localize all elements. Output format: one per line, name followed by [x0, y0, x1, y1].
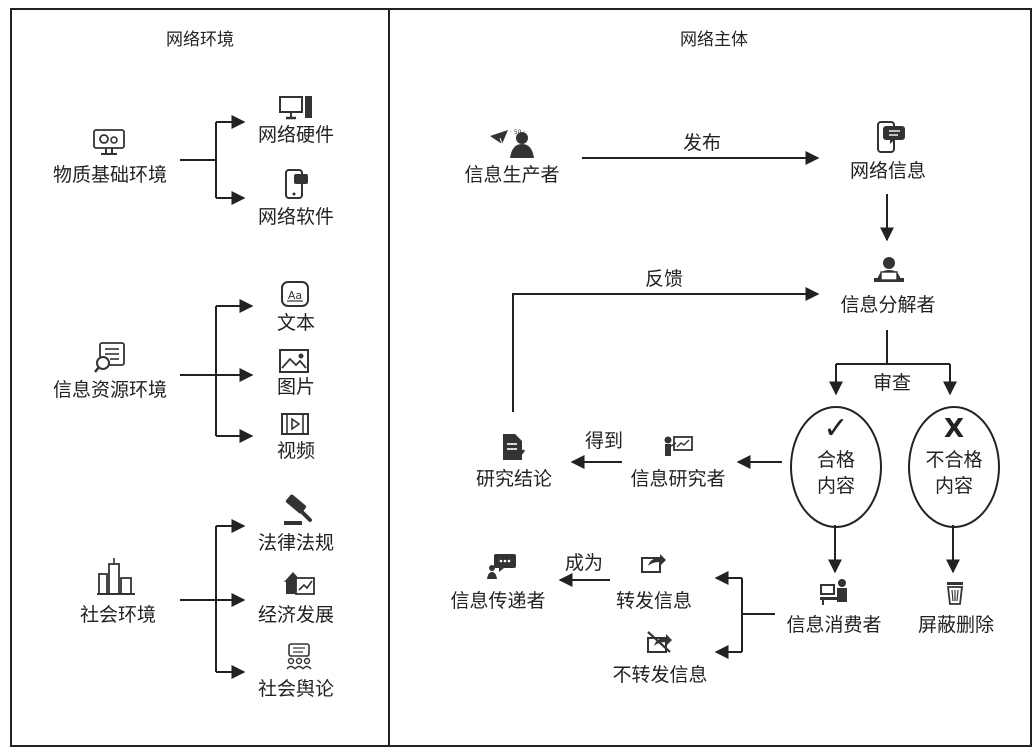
video-label: 视频: [276, 440, 316, 462]
researcher-presentation-icon: [664, 436, 693, 456]
economy-icon: [284, 572, 315, 595]
publish-edge-label: 发布: [682, 132, 722, 154]
transmitter-label: 信息传递者: [450, 590, 546, 612]
report-document-icon: [503, 434, 525, 460]
gavel-icon: [284, 494, 312, 525]
network-hardware-label: 网络硬件: [257, 124, 335, 146]
decomposer-label: 信息分解者: [840, 294, 936, 316]
unqualified-line1: 不合格: [925, 449, 983, 471]
left-panel-title: 网络环境: [166, 30, 234, 50]
public-opinion-icon: [286, 643, 312, 670]
conclusion-label: 研究结论: [475, 468, 553, 490]
qualified-line1: 合格: [816, 449, 855, 471]
feedback-edge-label: 反馈: [644, 268, 684, 290]
block-delete-label: 屏蔽删除: [917, 614, 995, 636]
svg-text:· 50 ·: · 50 ·: [510, 129, 525, 136]
phone-message-icon: [877, 121, 905, 153]
economy-label: 经济发展: [257, 604, 335, 626]
transmitter-chat-icon: [487, 554, 516, 579]
producer-icon: · 50 ·: [490, 129, 534, 158]
image-icon: [279, 349, 309, 373]
text-label: 文本: [276, 312, 316, 334]
group-material-label: 物质基础环境: [52, 164, 168, 186]
document-search-icon: [94, 342, 125, 373]
decomposer-user-laptop-icon: [874, 257, 904, 282]
check-icon: ✓: [823, 411, 849, 446]
become-edge-label: 成为: [564, 552, 604, 574]
consumer-label: 信息消费者: [786, 614, 882, 636]
forward-label: 转发信息: [615, 590, 693, 612]
share-icon: [641, 554, 666, 573]
city-buildings-icon: [97, 558, 135, 595]
qualified-content-node: ✓ 合格 内容: [790, 406, 882, 528]
gear-monitor-icon: [93, 129, 125, 155]
public-opinion-label: 社会舆论: [257, 678, 335, 700]
trash-icon: [946, 582, 964, 605]
law-label: 法律法规: [257, 532, 335, 554]
no-share-icon: [647, 631, 672, 653]
svg-text:Aa: Aa: [288, 289, 302, 302]
consumer-computer-icon: [820, 579, 847, 605]
group-social-label: 社会环境: [79, 604, 157, 626]
text-icon: Aa: [281, 281, 309, 307]
mobile-app-icon: [285, 169, 308, 199]
review-edge-label: 审查: [872, 372, 912, 394]
network-info-label: 网络信息: [849, 160, 927, 182]
obtain-edge-label: 得到: [584, 430, 624, 452]
not-forward-label: 不转发信息: [612, 664, 708, 686]
right-panel-title: 网络主体: [680, 30, 748, 50]
group-resources-label: 信息资源环境: [52, 379, 168, 401]
network-subject-panel: [388, 8, 1032, 747]
computer-icon: [279, 96, 312, 120]
arrow-feedback: [512, 287, 820, 412]
video-icon: [281, 413, 309, 435]
image-label: 图片: [276, 376, 316, 398]
unqualified-content-node: X 不合格 内容: [908, 406, 1000, 528]
qualified-line2: 内容: [816, 475, 855, 497]
unqualified-line2: 内容: [934, 475, 973, 497]
network-software-label: 网络软件: [257, 206, 335, 228]
researcher-label: 信息研究者: [630, 468, 726, 490]
cross-icon: X: [943, 414, 965, 444]
producer-label: 信息生产者: [464, 164, 560, 186]
